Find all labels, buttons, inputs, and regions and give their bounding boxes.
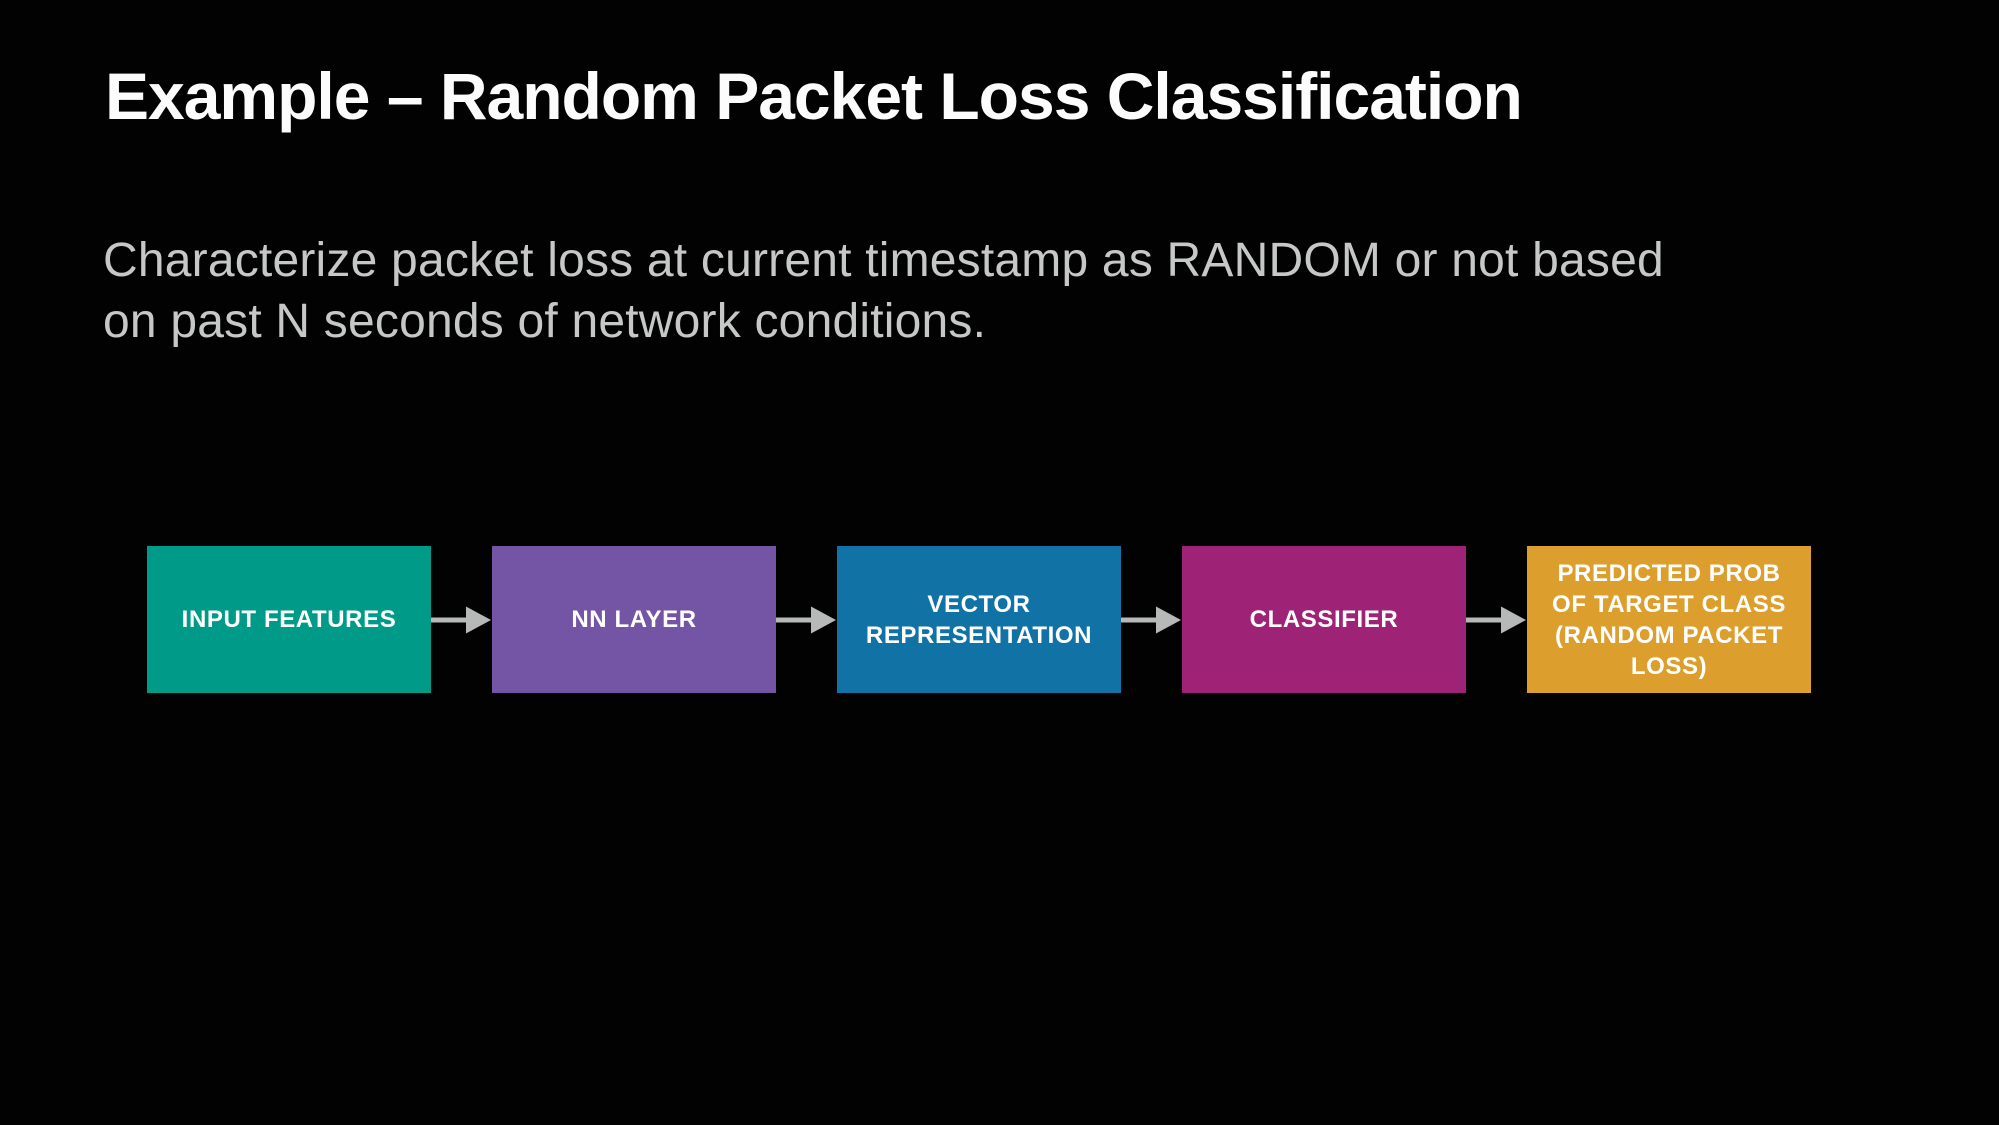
right-arrow-icon xyxy=(431,606,491,633)
right-arrow-icon xyxy=(1121,606,1181,633)
subtitle-line-1: Characterize packet loss at current time… xyxy=(103,234,1664,287)
subtitle-line-2: on past N seconds of network conditions. xyxy=(103,295,987,348)
slide-subtitle: Characterize packet loss at current time… xyxy=(103,230,1664,352)
right-arrow-icon xyxy=(776,606,836,633)
flow-node-predicted-prob: PREDICTED PROB OF TARGET CLASS (RANDOM P… xyxy=(1527,546,1811,693)
flow-node-input-features: INPUT FEATURES xyxy=(147,546,431,693)
slide-title: Example – Random Packet Loss Classificat… xyxy=(105,59,1523,133)
flow-diagram: INPUT FEATURES NN LAYER VECTOR REPRESENT… xyxy=(147,546,1811,693)
right-arrow-icon xyxy=(1466,606,1526,633)
flow-node-classifier: CLASSIFIER xyxy=(1182,546,1466,693)
flow-node-nn-layer: NN LAYER xyxy=(492,546,776,693)
flow-node-vector-representation: VECTOR REPRESENTATION xyxy=(837,546,1121,693)
